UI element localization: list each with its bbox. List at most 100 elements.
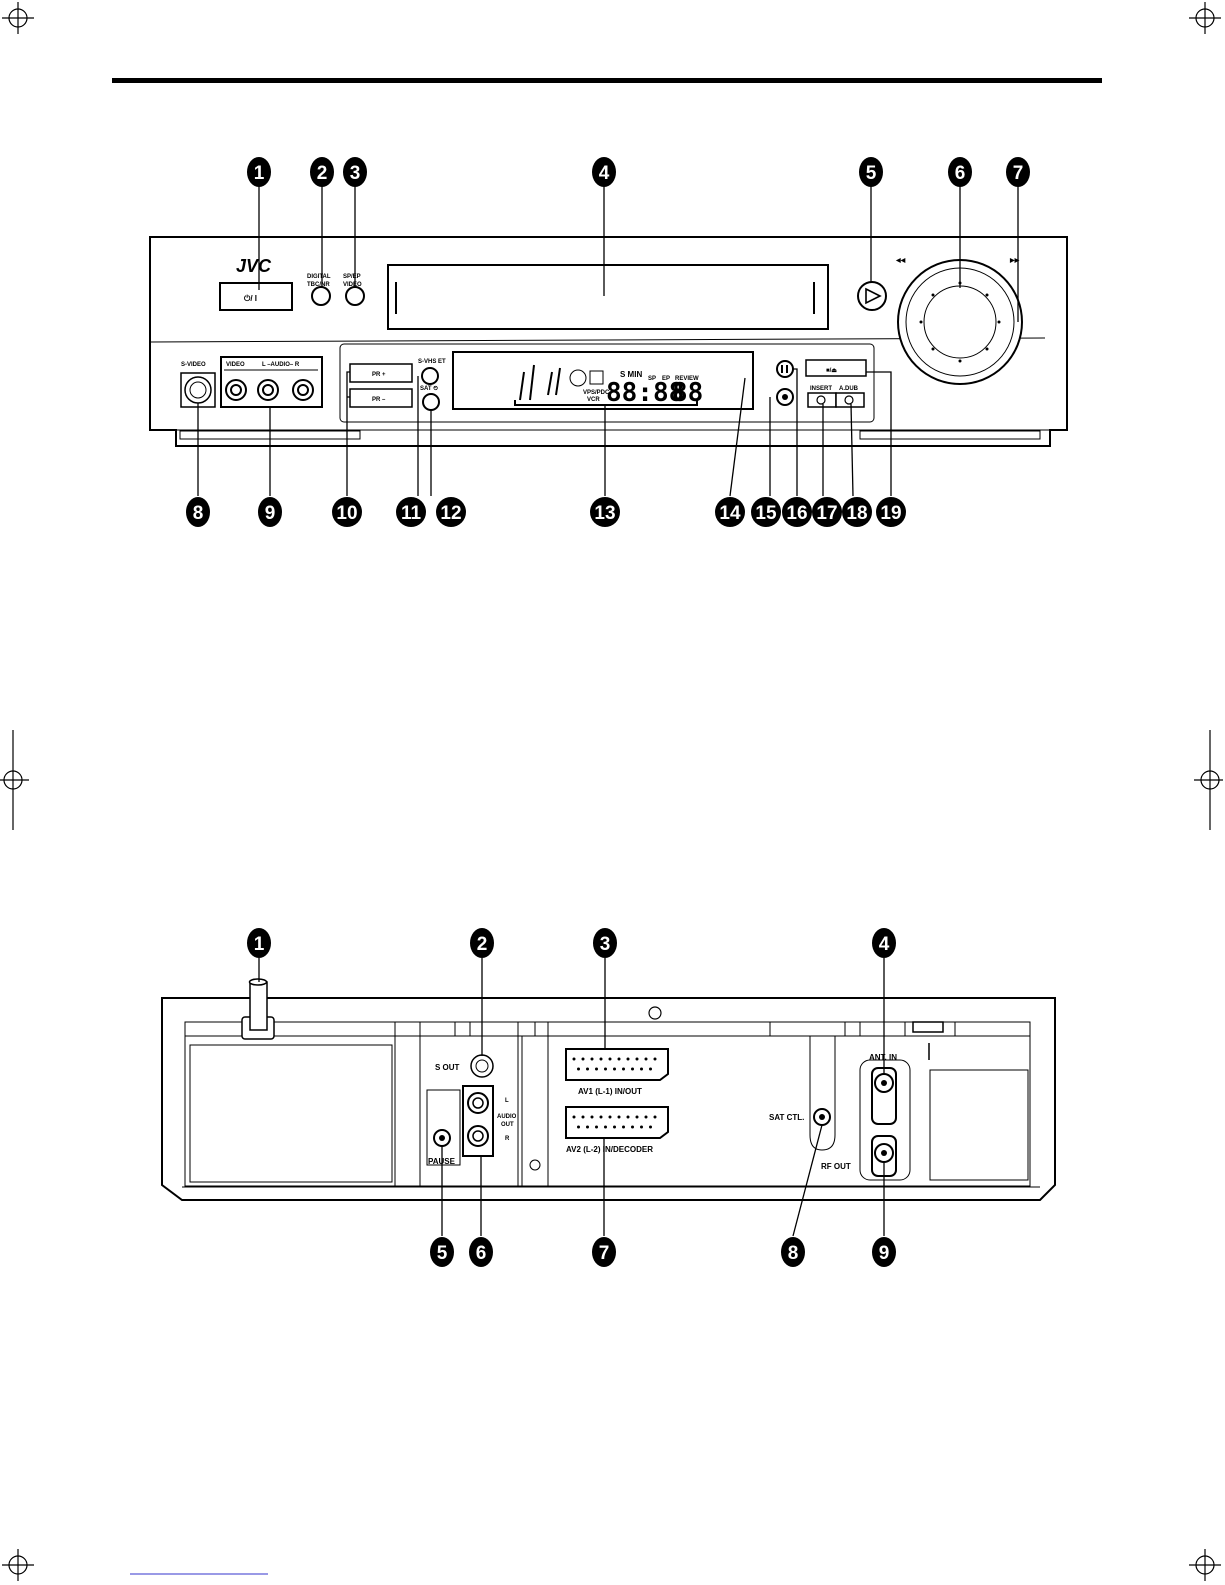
front-callout-number-1: 1 — [254, 163, 265, 184]
scart-pin — [653, 1115, 657, 1119]
front-callout-9: 9 — [258, 497, 282, 527]
header-rule — [112, 78, 1102, 83]
svideo-label: S-VIDEO — [181, 362, 206, 368]
ant-in-label: ANT. IN — [869, 1053, 897, 1062]
front-callout-16: 16 — [782, 497, 812, 527]
front-callout-12: 12 — [436, 497, 466, 527]
audio-out-left-jack[interactable] — [467, 1092, 489, 1114]
front-callout-number-8: 8 — [193, 503, 204, 524]
scart-pin — [626, 1057, 630, 1061]
rear-callout-number-1: 1 — [254, 934, 265, 955]
scart-pin — [626, 1115, 630, 1119]
scart-pin — [622, 1125, 625, 1129]
rear-callout-6: 6 — [469, 1237, 493, 1267]
display-time: 88:88 — [606, 378, 684, 408]
display-vcr: VCR — [587, 397, 600, 403]
rear-callout-5: 5 — [430, 1237, 454, 1267]
rear-leader-lines — [258, 958, 885, 1237]
scart-pin — [590, 1115, 594, 1119]
stop-eject-label: ■/⏏ — [826, 368, 837, 374]
rear-callout-2: 2 — [470, 928, 494, 958]
scart-pin — [635, 1057, 639, 1061]
stop-eject-button[interactable] — [805, 359, 867, 377]
scart-pin — [635, 1115, 639, 1119]
svhs-et-button[interactable] — [421, 367, 439, 385]
front-callout-number-17: 17 — [816, 503, 837, 524]
av2-scart-connector[interactable] — [565, 1106, 669, 1139]
pause-still-button[interactable] — [776, 360, 794, 378]
scart-pin — [649, 1125, 652, 1129]
rear-callout-number-2: 2 — [477, 934, 488, 955]
front-callout-number-9: 9 — [265, 503, 276, 524]
front-callout-7: 7 — [1006, 157, 1030, 187]
pr-plus-button[interactable] — [349, 363, 413, 383]
front-callout-6: 6 — [948, 157, 972, 187]
front-callout-number-14: 14 — [719, 503, 741, 524]
scart-pin — [617, 1057, 621, 1061]
audio-out-r-label: R — [505, 1136, 510, 1142]
digital-label-2: TBC/NR — [307, 282, 330, 288]
pr-minus-button[interactable] — [349, 388, 413, 408]
rear-callout-1: 1 — [247, 928, 271, 958]
front-callout-2: 2 — [310, 157, 334, 187]
display-channel: 88 — [672, 378, 703, 408]
front-callout-3: 3 — [343, 157, 367, 187]
cassette-loading-slot[interactable] — [387, 264, 829, 330]
rear-callout-number-8: 8 — [788, 1243, 799, 1264]
rear-callout-number-7: 7 — [599, 1243, 610, 1264]
rear-panel: S OUT L AUDIO OUT R PAUSE AV1 (L-1) IN/O… — [161, 978, 1056, 1201]
scart-pin — [595, 1125, 598, 1129]
s-video-output-jack[interactable] — [470, 1054, 494, 1078]
rear-callout-number-5: 5 — [437, 1243, 448, 1264]
rear-callout-7: 7 — [592, 1237, 616, 1267]
front-callout-number-15: 15 — [755, 503, 777, 524]
front-leader-lines — [197, 186, 1019, 497]
scart-pin — [640, 1067, 643, 1071]
sat-label: SAT ⏲ — [420, 385, 438, 392]
av1-scart-connector[interactable] — [565, 1048, 669, 1081]
front-callout-17: 17 — [812, 497, 842, 527]
insert-button[interactable] — [807, 392, 837, 408]
sat-timer-button[interactable] — [422, 393, 440, 411]
sat-ctl-label: SAT CTL. — [769, 1113, 804, 1122]
jog-shuttle-dial[interactable]: ◀◀ ▶▶ — [895, 257, 1023, 385]
adub-label: A.DUB — [839, 386, 859, 392]
scart-pin — [590, 1057, 594, 1061]
adub-button[interactable] — [835, 392, 865, 408]
svideo-input-jack[interactable] — [184, 376, 212, 404]
audio-out-l-label: L — [505, 1098, 509, 1104]
video-label: VIDEO — [226, 362, 245, 368]
front-callout-number-5: 5 — [866, 163, 877, 184]
audio-out-right-jack[interactable] — [467, 1125, 489, 1147]
scart-pin — [640, 1125, 643, 1129]
pr-minus-label: PR – — [372, 397, 386, 403]
av1-label: AV1 (L-1) IN/OUT — [578, 1087, 642, 1096]
scart-pin — [577, 1067, 580, 1071]
power-button[interactable] — [219, 282, 293, 311]
front-panel: JVC ⏻/ I DIGITAL TBC/NR SP/EP VIDEO ◀◀ — [149, 236, 1068, 447]
scart-pin — [586, 1125, 589, 1129]
digital-tbc-nr-button[interactable] — [311, 286, 331, 306]
front-callout-5: 5 — [859, 157, 883, 187]
display-sp: SP — [648, 376, 656, 382]
audio-out-out-label: OUT — [501, 1122, 514, 1128]
rear-callout-3: 3 — [593, 928, 617, 958]
front-callout-number-2: 2 — [317, 163, 328, 184]
front-callout-number-3: 3 — [350, 163, 361, 184]
front-callout-15: 15 — [751, 497, 781, 527]
front-callout-number-19: 19 — [880, 503, 901, 524]
front-display-panel: S MIN SP EP REVIEW VPS/PDC VCR 88:88 88 — [452, 351, 754, 410]
play-button[interactable] — [857, 281, 887, 311]
sp-ep-video-button[interactable] — [345, 286, 365, 306]
rewind-label: ◀◀ — [895, 257, 906, 264]
front-callout-4: 4 — [592, 157, 616, 187]
scart-pin — [572, 1057, 576, 1061]
power-button-label: ⏻/ I — [244, 294, 257, 303]
rear-callout-8: 8 — [781, 1237, 805, 1267]
front-callout-13: 13 — [590, 497, 620, 527]
rear-callout-number-3: 3 — [600, 934, 611, 955]
